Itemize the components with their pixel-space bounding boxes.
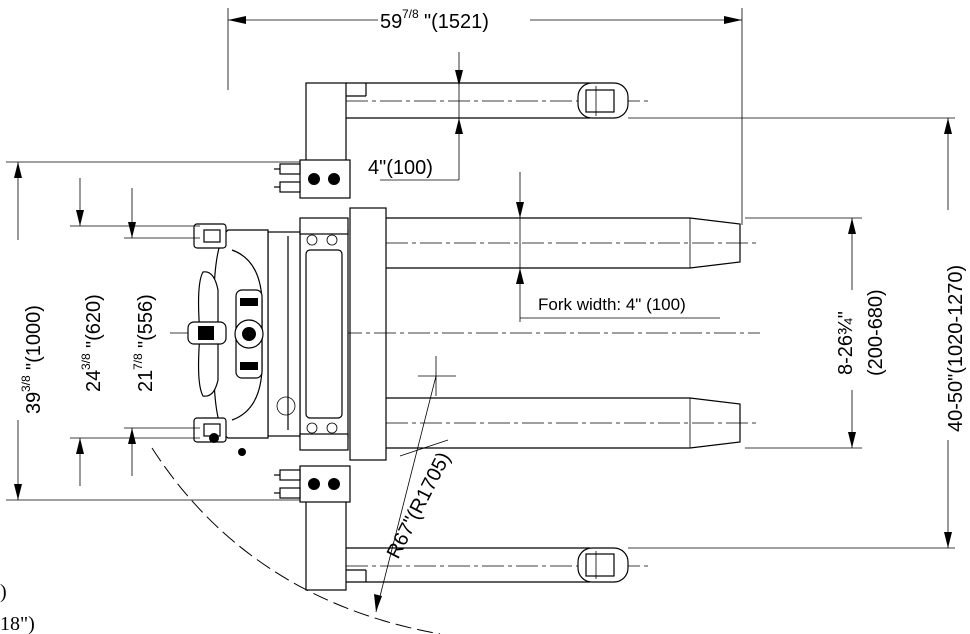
overall-width-main: 39 [23, 392, 45, 414]
fork-width-label: Fork width: 4" (100) [538, 295, 686, 314]
overall-length-main: 59 [380, 11, 402, 33]
width-620-dimension: 24 3/8 "(620) [70, 178, 200, 486]
leg-width-label: 4"(100) [368, 157, 433, 179]
fork-spread-label-2: (200-680) [865, 289, 887, 376]
tractor-body [193, 223, 296, 456]
lower-leg [305, 489, 955, 591]
width-620-metric: "(620) [83, 294, 105, 348]
overall-length-metric: "(1521) [424, 11, 489, 33]
width-556-main: 21 [135, 370, 157, 392]
width-556-dimension: 21 7/8 "(556) [124, 188, 200, 476]
fork-width-dimension: Fork width: 4" (100) [516, 172, 720, 322]
fork-spread-label-1: 8-26¾" [835, 311, 857, 375]
fork-spread-dimension: 8-26¾" (200-680) [745, 217, 887, 449]
overall-width-dimension: 39 3/8 "(1000) [6, 161, 300, 501]
width-556-metric: "(556) [135, 294, 157, 348]
outer-width-label: 40-50"(1020-1270) [945, 265, 967, 432]
leg-width-dimension: 4"(100) [368, 52, 463, 181]
overall-width-fraction: 3/8 [19, 375, 33, 392]
bolt-icon [308, 173, 320, 185]
cutoff-dimension-text-1: ) [0, 581, 7, 603]
lower-fork [386, 397, 760, 449]
cutoff-dimension-text-2: 18") [0, 613, 35, 634]
upper-bolt-block [274, 159, 351, 199]
steering-wheel-icon [187, 271, 227, 397]
overall-length-fraction: 7/8 [402, 7, 419, 21]
width-620-fraction: 3/8 [79, 353, 93, 370]
width-620-main: 24 [83, 370, 105, 392]
lower-bolt-block [274, 465, 351, 503]
mast-and-frame [267, 217, 349, 451]
turning-radius-label: R67"(R1705) [383, 449, 455, 562]
overall-width-metric: "(1000) [23, 305, 45, 370]
overall-length-dimension: 59 7/8 "(1521) [227, 7, 743, 225]
outer-width-dimension: 40-50"(1020-1270) [944, 118, 967, 548]
width-556-fraction: 7/8 [131, 353, 145, 370]
upper-fork [349, 207, 760, 461]
